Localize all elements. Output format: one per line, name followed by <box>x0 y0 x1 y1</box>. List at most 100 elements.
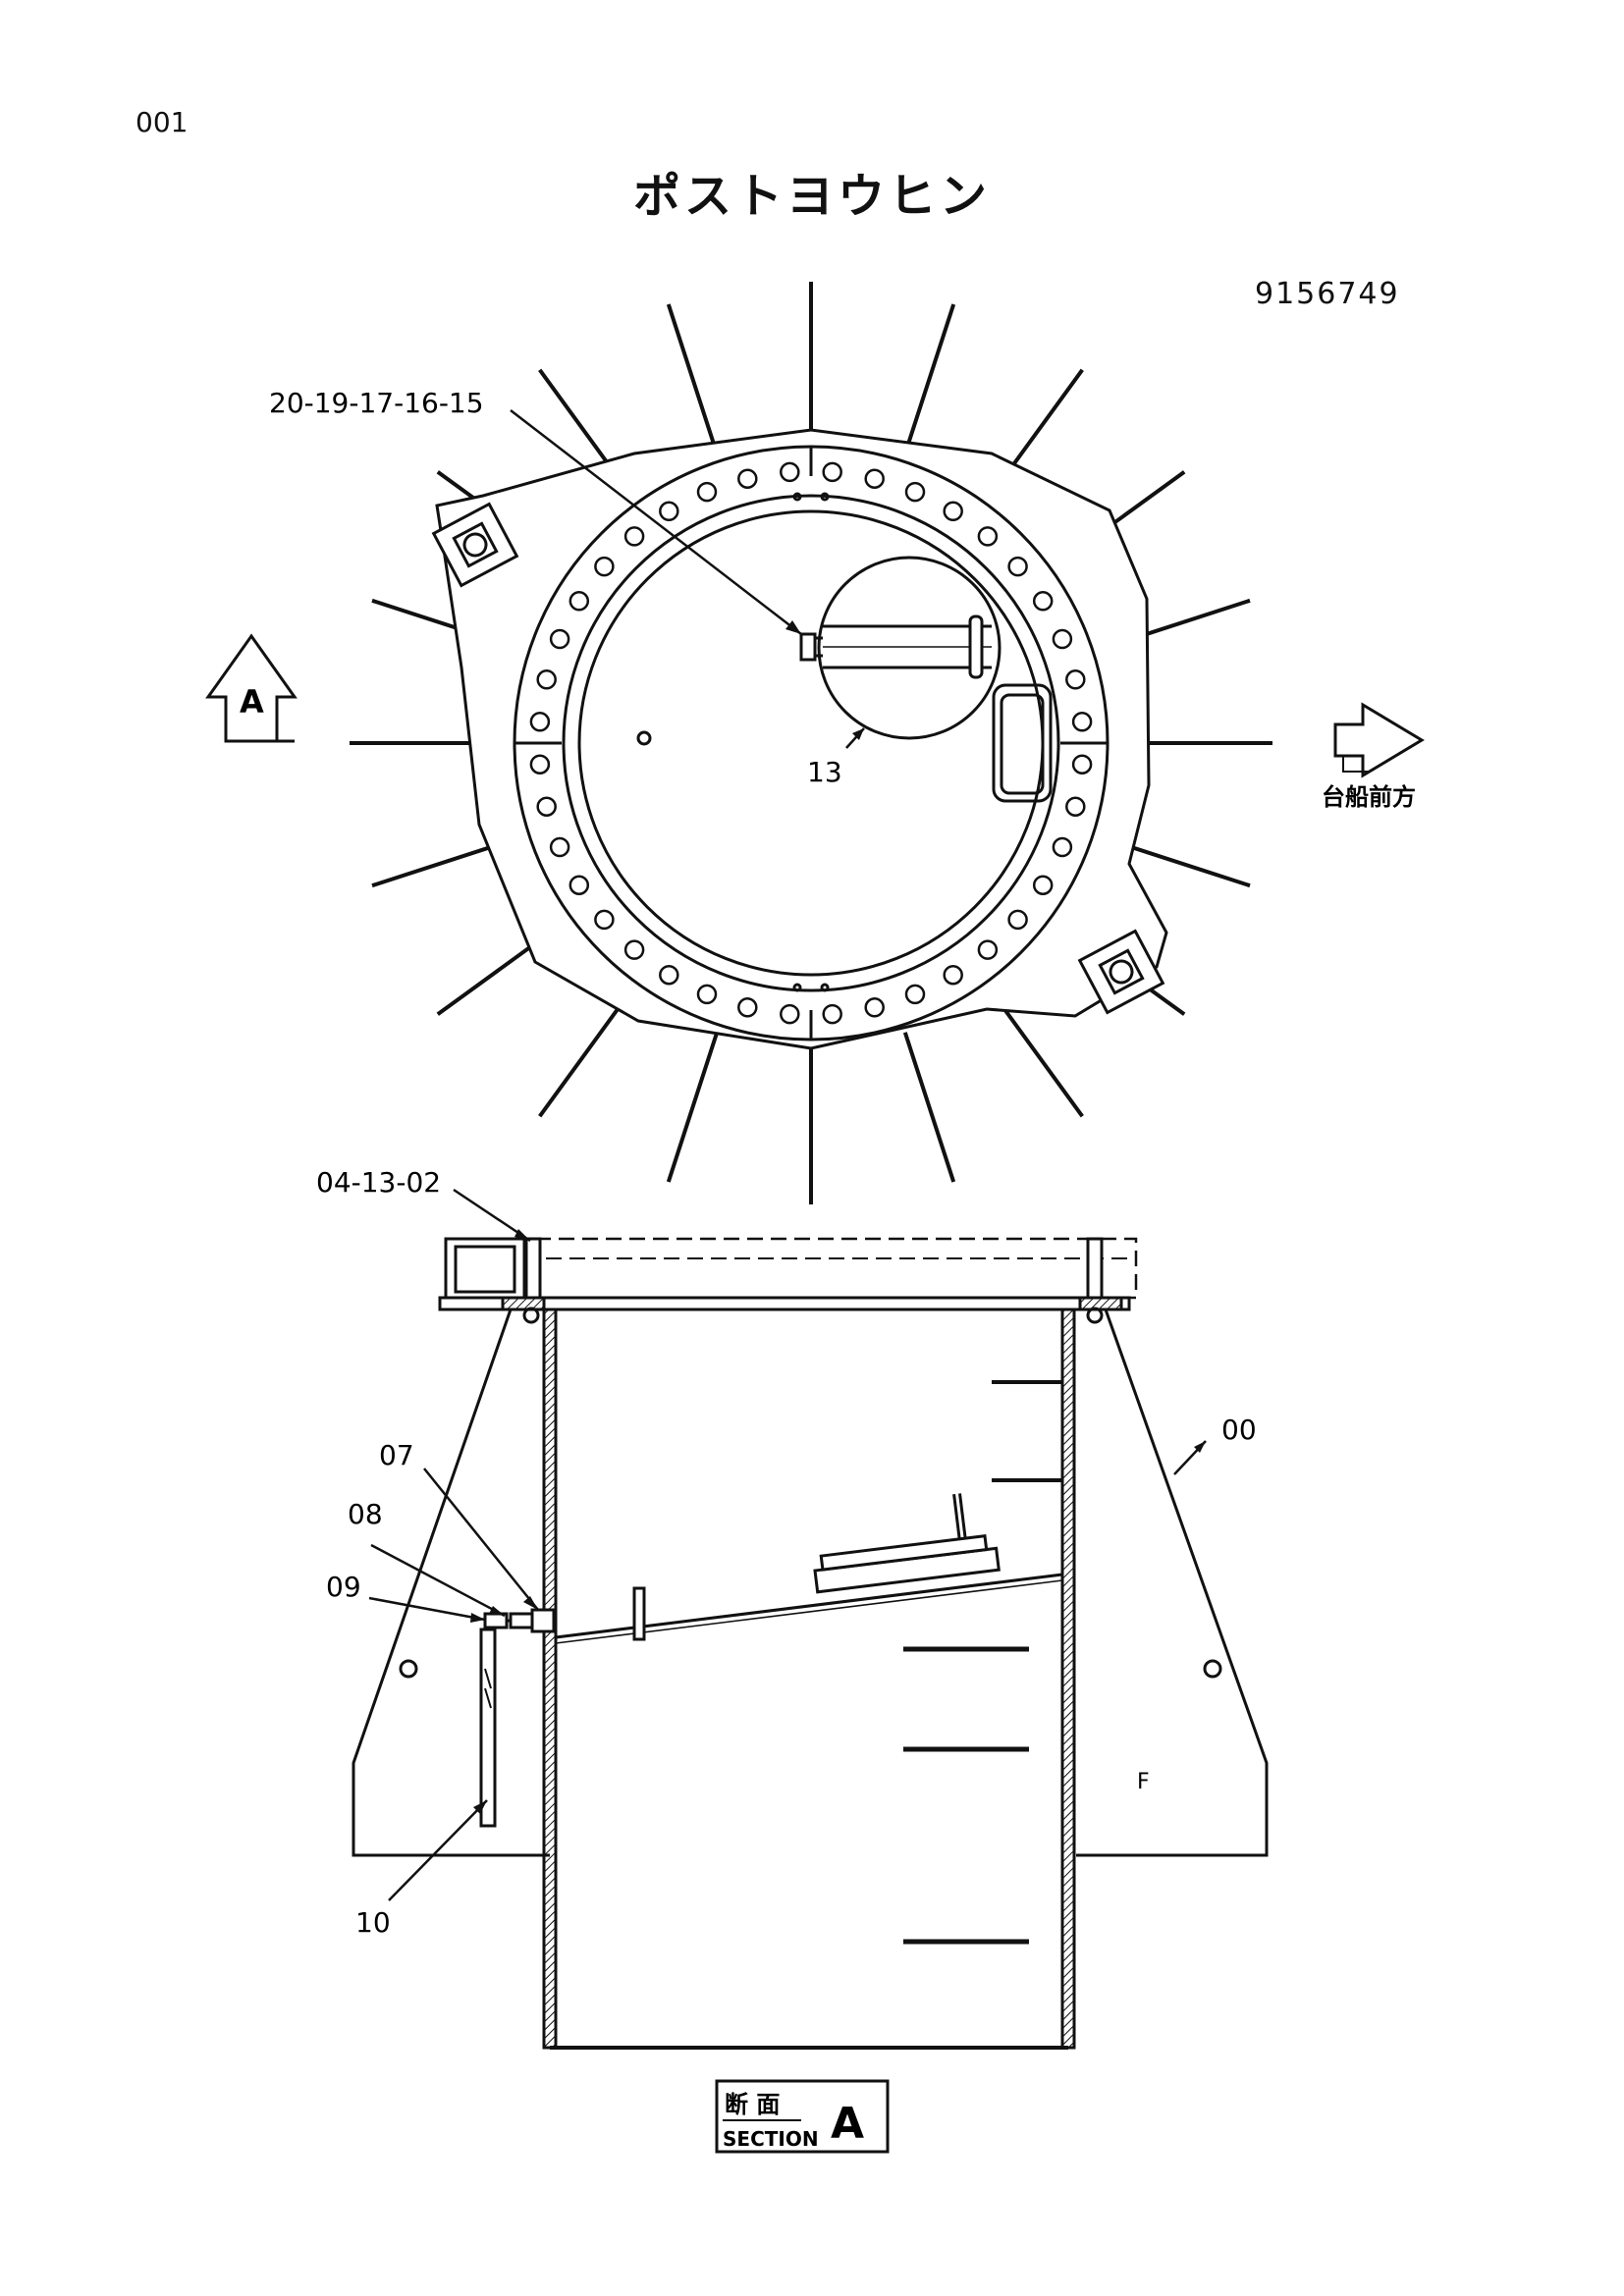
skirt-hole-left <box>399 1659 418 1679</box>
top-view <box>205 282 1425 1204</box>
bolt-hole <box>1007 556 1028 577</box>
bolt-stud-left <box>524 1237 542 1300</box>
bolt-hole <box>623 526 645 547</box>
front-direction-arrow <box>1333 702 1425 778</box>
bolt-holes <box>529 461 1093 1025</box>
callout-part-08: 08 <box>348 1498 383 1530</box>
leader-07 <box>423 1468 539 1611</box>
pin-hole <box>820 983 830 992</box>
cylinder-wall-left <box>542 1308 558 2050</box>
bolt-hole <box>549 836 570 858</box>
side-mark: F <box>1137 1770 1150 1794</box>
radial-spoke <box>666 1032 720 1183</box>
detail-tube <box>799 614 992 679</box>
page-number: 001 <box>135 106 189 138</box>
leader-bolt-set <box>510 409 802 635</box>
floor-post <box>632 1586 646 1641</box>
leader-09 <box>368 1596 486 1622</box>
bolt-hole <box>822 461 842 483</box>
bolt-hole <box>529 754 551 774</box>
sloped-floor <box>555 1573 1063 1639</box>
flange-inner-ring <box>562 494 1060 992</box>
bolt-hole <box>943 501 963 522</box>
leader-detail-arrow <box>852 728 864 740</box>
flange-hatch-left <box>501 1296 546 1311</box>
bolt-stud-right <box>1086 1237 1104 1300</box>
outer-skirt <box>352 1308 550 1857</box>
cylinder-wall-right <box>1060 1308 1076 2050</box>
drain-hole <box>636 730 652 746</box>
bolt-hole <box>977 939 999 960</box>
drawing-title: ポストヨウヒン <box>632 169 991 224</box>
bolt-hole <box>977 526 999 547</box>
bolt-hole <box>1052 836 1073 858</box>
leader-08 <box>370 1543 506 1618</box>
bolt-hole <box>1071 754 1093 774</box>
bolt-hole <box>904 984 926 1005</box>
radial-spoke <box>902 1032 956 1183</box>
bolt-hole <box>1007 909 1028 931</box>
bolt-hole <box>659 964 679 986</box>
bolt-hole <box>943 964 963 986</box>
radial-spoke <box>902 303 956 454</box>
bolt-hole <box>737 468 758 489</box>
bolt-hole <box>594 909 615 931</box>
radial-spoke <box>538 988 634 1118</box>
pipe-fitting-08 <box>509 1612 534 1629</box>
bolt-hole <box>549 628 570 650</box>
bolt-hole <box>1071 712 1093 732</box>
callout-part-09: 09 <box>326 1571 361 1603</box>
pin-hole <box>820 492 830 502</box>
nut-left <box>522 1307 540 1324</box>
front-direction-label: 台船前方 <box>1322 783 1416 811</box>
pin-hole <box>792 492 802 502</box>
lifting-lug-bottom-right <box>1077 929 1165 1015</box>
floor-equipment <box>813 1493 1001 1594</box>
bolt-hole <box>696 984 718 1005</box>
view-marker-letter: A <box>240 683 264 721</box>
bolt-hole <box>568 875 590 895</box>
drawing-number: 9156749 <box>1255 277 1400 311</box>
pin-hole <box>792 983 802 992</box>
bolt-hole <box>623 939 645 960</box>
pipe-10 <box>479 1628 497 1828</box>
front-direction-arrow-shadow <box>1342 756 1369 773</box>
bolt-hole <box>864 997 885 1018</box>
bolt-hole <box>904 481 926 503</box>
callout-part-10: 10 <box>355 1906 391 1939</box>
bolt-hole <box>696 481 718 503</box>
bolt-hole <box>1052 628 1073 650</box>
bolt-hole <box>864 468 885 489</box>
skirt-hole-right <box>1203 1659 1222 1679</box>
callout-cover: 04-13-02 <box>316 1166 441 1199</box>
bolt-hole <box>822 1003 842 1025</box>
callout-body: 00 <box>1221 1414 1257 1446</box>
pipe-fitting-07 <box>530 1608 556 1633</box>
section-view <box>352 1188 1269 2154</box>
bolt-hole <box>1065 669 1086 690</box>
access-window-inner <box>1000 693 1045 795</box>
lug-block <box>444 1237 526 1300</box>
section-label-jp: 断 面 <box>725 2091 780 2118</box>
section-label-en: SECTION <box>723 2127 819 2151</box>
bolt-hole <box>1032 591 1054 612</box>
flange-hatch-right <box>1078 1296 1123 1311</box>
bolt-hole <box>780 1003 800 1025</box>
bolt-hole <box>780 461 800 483</box>
bolt-hole <box>1032 875 1054 895</box>
section-label-box <box>715 2079 890 2154</box>
lifting-lug-top-left <box>431 502 519 588</box>
cover-dashed-outline <box>533 1237 1138 1300</box>
radial-spoke <box>666 303 720 454</box>
bolt-hole <box>529 712 551 732</box>
bolt-hole <box>536 669 557 690</box>
bolt-hole <box>594 556 615 577</box>
callout-part-07: 07 <box>379 1439 414 1471</box>
callout-detail-circle: 13 <box>807 756 842 788</box>
section-label-letter: A <box>831 2099 864 2149</box>
bolt-hole <box>1065 796 1086 817</box>
flange-plate <box>438 1296 1131 1311</box>
view-marker-arrow-outline <box>205 633 298 743</box>
detail-circle <box>817 556 1001 740</box>
leader-bolt-set-arrow <box>785 620 801 634</box>
